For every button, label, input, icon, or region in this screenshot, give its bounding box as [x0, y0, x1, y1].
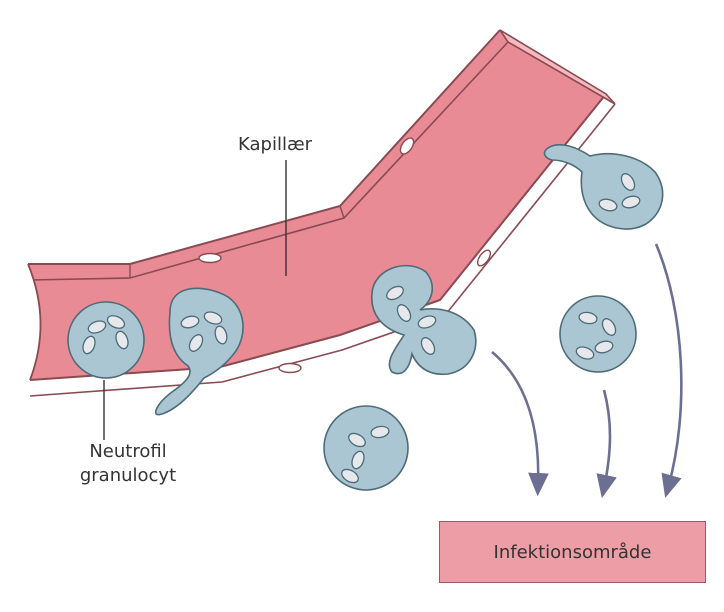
neutrophil-cell — [560, 296, 636, 372]
neutrophil-label-line2: granulocyt — [58, 464, 198, 488]
neutrophil-label-line1: Neutrofil — [58, 440, 198, 464]
neutrophil-cell — [324, 406, 408, 490]
migration-arrow — [656, 244, 681, 488]
migration-arrow — [492, 352, 538, 486]
neutrophil-cell — [372, 266, 476, 375]
capillary-label: Kapillær — [238, 133, 312, 157]
neutrophil-cell — [545, 145, 663, 229]
migration-arrow — [604, 390, 610, 488]
infection-area-label: Infektionsområde — [494, 542, 652, 563]
infection-area-box: Infektionsområde — [439, 521, 706, 583]
neutrophil-cell — [68, 302, 144, 378]
neutrophil-label: Neutrofil granulocyt — [58, 440, 198, 488]
